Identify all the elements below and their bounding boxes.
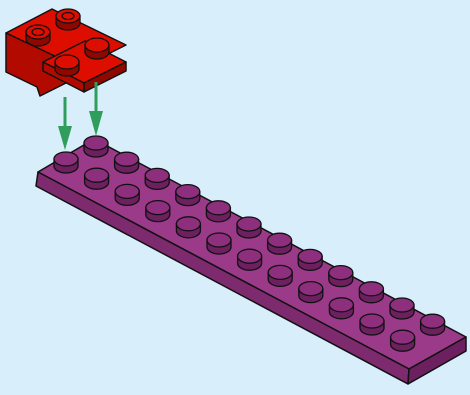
plate-stud	[53, 151, 79, 174]
plate-stud	[83, 135, 109, 158]
bracket-studs	[25, 8, 110, 77]
plate-stud	[297, 248, 323, 272]
bracket-stud	[84, 37, 110, 60]
plate-stud	[389, 297, 415, 320]
plate-studs	[53, 135, 446, 352]
bracket-stud	[54, 54, 80, 77]
plate-right-face	[407, 336, 467, 385]
plate-stud	[236, 248, 263, 271]
plate-stud	[145, 199, 171, 223]
plate-stud	[175, 183, 201, 207]
plate-stud	[83, 167, 110, 190]
arrow-down-icon	[58, 97, 72, 150]
plate-stud	[298, 280, 324, 304]
plate-stud	[206, 232, 232, 255]
assembly-arrows	[58, 82, 103, 150]
plate-stud	[358, 281, 385, 304]
plate-stud	[267, 264, 293, 288]
plate-stud	[175, 216, 202, 239]
plate-stud	[266, 232, 293, 255]
bracket-stud	[55, 8, 81, 31]
plate-stud	[328, 297, 355, 320]
plate-2x12	[35, 135, 467, 385]
arrow-down-icon	[89, 82, 103, 136]
plate-stud	[236, 216, 262, 239]
plate-stud	[419, 313, 446, 336]
plate-stud	[389, 329, 416, 352]
plate-stud	[113, 151, 140, 174]
plate-stud	[114, 183, 140, 207]
plate-stud	[359, 313, 385, 336]
plate-stud	[144, 167, 170, 191]
plate-stud	[205, 200, 232, 223]
bracket-part	[5, 8, 127, 97]
bracket-stud	[25, 24, 51, 47]
plate-stud	[328, 264, 354, 288]
